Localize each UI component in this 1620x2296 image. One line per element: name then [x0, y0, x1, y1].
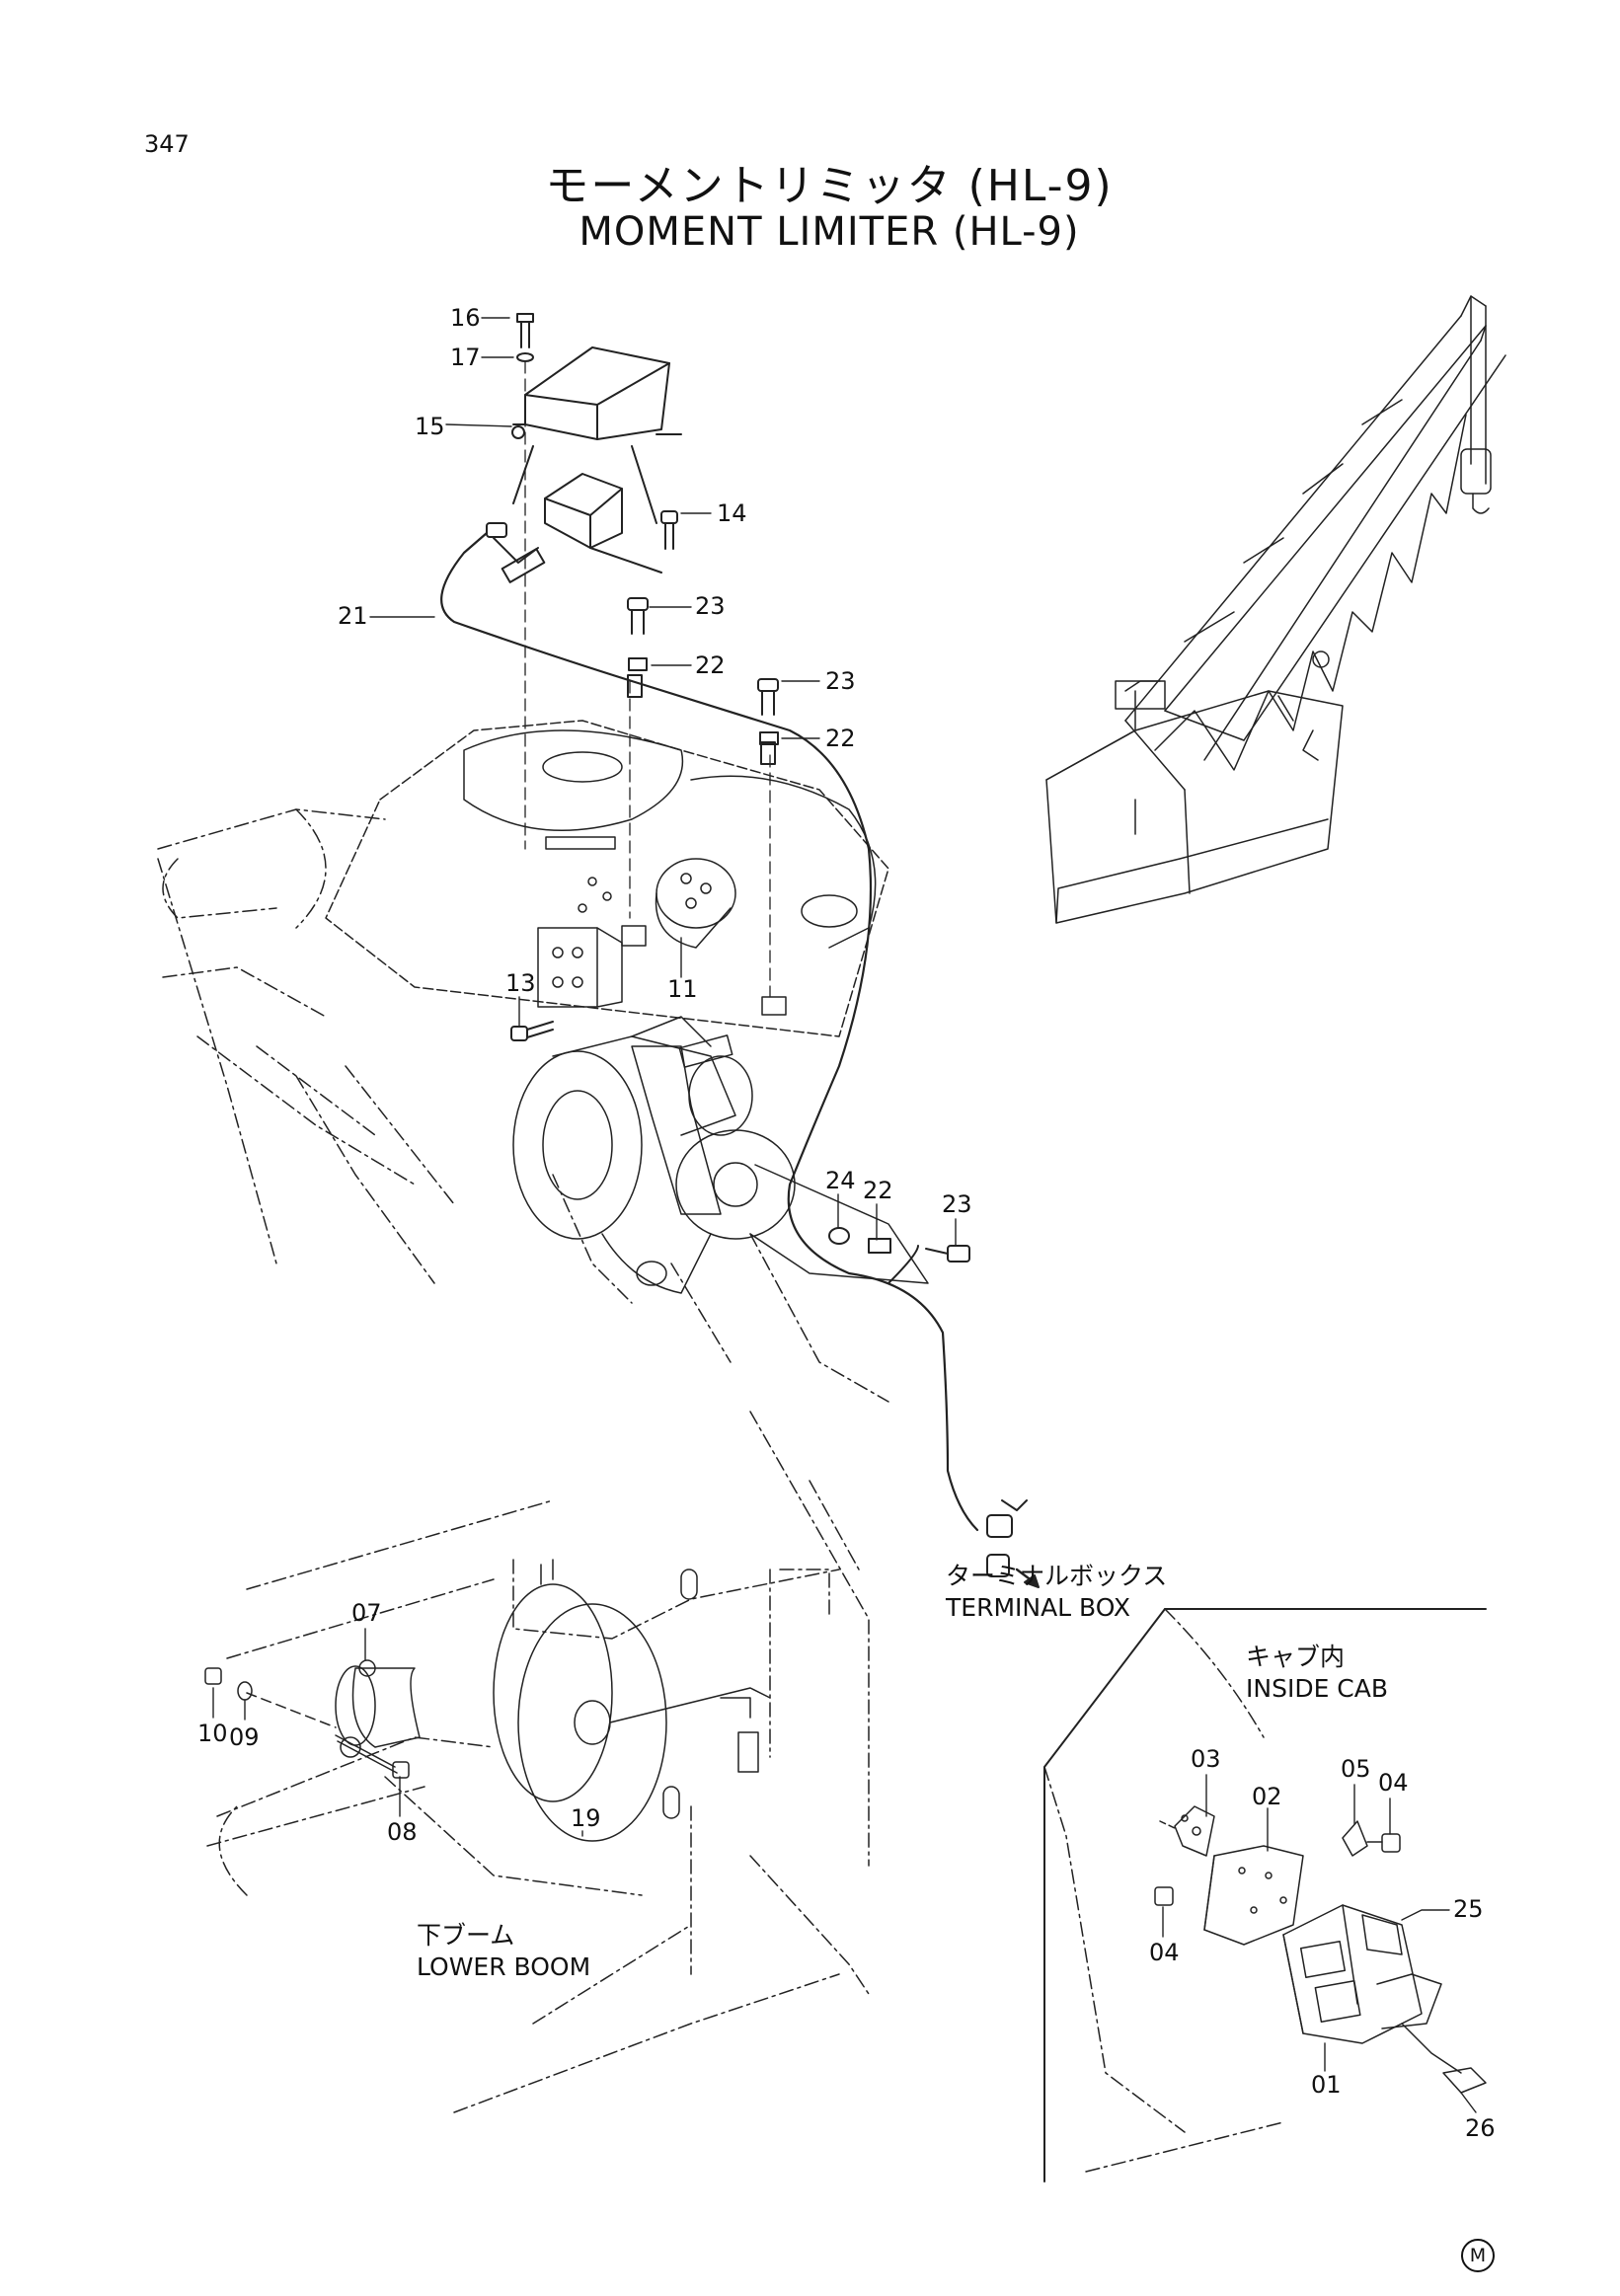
callout-05: 05	[1341, 1755, 1371, 1783]
callout-17: 17	[450, 344, 481, 371]
title-english: MOMENT LIMITER (HL-9)	[579, 209, 1080, 255]
manufacturer-mark: M	[1461, 2239, 1495, 2272]
inside-cab-label-en: INSIDE CAB	[1246, 1674, 1389, 1703]
inside-cab-label-jp: キャブ内	[1246, 1643, 1346, 1671]
callout-25: 25	[1453, 1895, 1484, 1923]
callout-08: 08	[387, 1818, 418, 1846]
callout-11: 11	[667, 975, 698, 1003]
callout-07: 07	[351, 1599, 382, 1627]
callout-15: 15	[415, 413, 445, 440]
callout-22b: 22	[825, 725, 856, 752]
callout-14: 14	[717, 499, 747, 527]
lower-boom-label-en: LOWER BOOM	[417, 1952, 591, 1981]
callout-13: 13	[505, 969, 536, 997]
clamp-bolts	[628, 598, 969, 1262]
callout-22a: 22	[695, 651, 726, 679]
callout-21: 21	[338, 602, 368, 630]
lower-boom-inset	[205, 1412, 869, 2112]
bolts-16-17	[517, 314, 533, 849]
callout-02: 02	[1252, 1783, 1282, 1810]
callout-04b: 04	[1149, 1939, 1180, 1966]
lower-boom-label-jp: 下ブーム	[417, 1921, 515, 1950]
callout-23b: 23	[825, 667, 856, 695]
leader-lines	[213, 318, 1476, 2112]
callout-04a: 04	[1378, 1769, 1409, 1797]
terminal-box-label-en: TERMINAL BOX	[946, 1593, 1130, 1622]
page-number: 347	[144, 130, 190, 158]
title-japanese: モーメントリミッタ (HL-9)	[545, 161, 1114, 211]
callout-10: 10	[197, 1720, 228, 1747]
callout-19: 19	[571, 1804, 601, 1832]
boom-top-assembly	[158, 721, 928, 1402]
callout-23a: 23	[695, 592, 726, 620]
crane-overview-illustration	[1046, 296, 1505, 923]
callout-26: 26	[1465, 2114, 1496, 2142]
cable-21	[441, 523, 1039, 1587]
callout-03: 03	[1191, 1745, 1221, 1773]
callout-16: 16	[450, 304, 481, 332]
inside-cab-inset	[1044, 1609, 1486, 2181]
callout-01: 01	[1311, 2071, 1342, 2099]
callout-23c: 23	[942, 1190, 972, 1218]
moment-limiter-box	[512, 347, 681, 573]
callout-22c: 22	[863, 1177, 893, 1204]
terminal-box-label-jp: ターミナルボックス	[946, 1562, 1168, 1590]
bolt-13	[511, 1022, 553, 1040]
callout-24: 24	[825, 1167, 856, 1194]
bolt-14	[661, 511, 677, 549]
callout-09: 09	[229, 1723, 260, 1751]
